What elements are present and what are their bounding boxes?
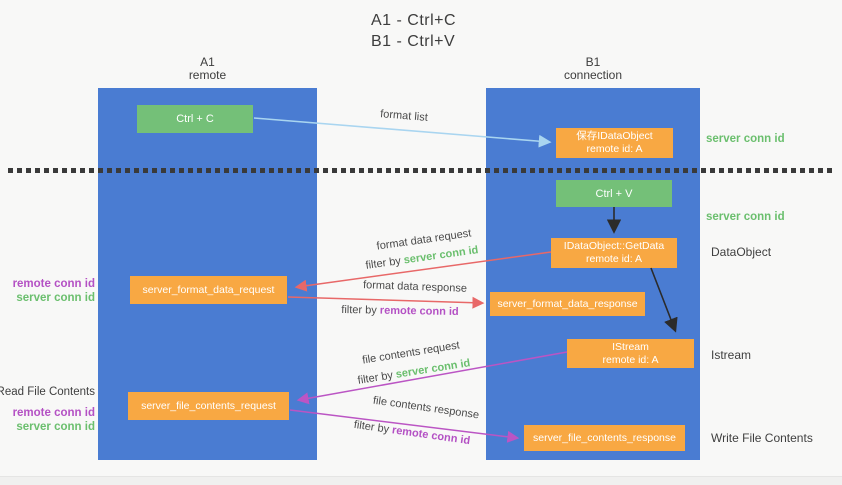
filter-id-remote-1: remote conn id	[379, 304, 459, 319]
annotation-istream: Istream	[711, 348, 752, 362]
annotation-server-conn-id-top: server conn id	[706, 133, 785, 145]
filter-prefix-4: filter by	[353, 418, 390, 436]
label-format-list: format list	[379, 108, 429, 124]
node-istream: IStream remote id: A	[567, 339, 694, 368]
node-server-format-data-response: server_format_data_response	[490, 292, 645, 316]
window-bottom-edge	[0, 476, 842, 485]
node-server-file-contents-response: server_file_contents_response	[524, 425, 685, 451]
annotation-write-file-contents: Write File Contents	[711, 431, 813, 445]
label-filter-by-remote-conn-id-2: filter by remote conn id	[342, 417, 482, 448]
node-save-idataobject-line1: 保存IDataObject	[576, 130, 653, 142]
arrow-format-data-response	[287, 296, 485, 309]
node-istream-line1: IStream	[612, 340, 649, 353]
lane-a1-name: A1	[200, 55, 215, 69]
node-ctrl-c: Ctrl + C	[137, 105, 253, 133]
annotation-server-conn-id-a: server conn id	[16, 292, 95, 304]
annotation-remote-conn-id-b: remote conn id	[12, 407, 95, 419]
node-server-file-contents-request: server_file_contents_request	[128, 392, 289, 420]
node-file-request-label: server_file_contents_request	[141, 400, 276, 412]
node-save-idataobject-line2: remote id: A	[586, 143, 643, 155]
title-line-1: A1 - Ctrl+C	[371, 12, 457, 29]
node-file-response-label: server_file_contents_response	[532, 432, 676, 444]
title-line-2: B1 - Ctrl+V	[371, 33, 456, 50]
annotation-server-conn-id-mid: server conn id	[706, 211, 785, 223]
filter-prefix-3: filter by	[356, 369, 394, 387]
node-format-response-label: server_format_data_response	[497, 298, 638, 310]
lane-b1-subtitle: connection	[563, 68, 623, 82]
label-file-contents-response: file contents response	[372, 394, 480, 422]
label-format-data-response: format data response	[362, 279, 468, 295]
lane-a1-subtitle: remote	[188, 68, 227, 82]
lane-b1-name: B1	[585, 55, 601, 69]
diagram-title: A1 - Ctrl+C B1 - Ctrl+V	[371, 10, 456, 52]
node-getdata-line1: IDataObject::GetData	[563, 240, 665, 252]
node-format-request-label: server_format_data_request	[142, 284, 275, 296]
node-idataobject-getdata: IDataObject::GetData remote id: A	[551, 238, 677, 268]
lane-header-b1: B1 connection	[486, 56, 700, 82]
lane-header-a1: A1 remote	[98, 56, 317, 82]
annotation-remote-conn-id-a: remote conn id	[12, 278, 95, 290]
node-ctrl-v-label: Ctrl + V	[595, 187, 633, 200]
session-divider-dotted-line	[8, 168, 836, 173]
label-filter-by-remote-conn-id-1: filter by remote conn id	[330, 304, 470, 318]
annotation-read-file-contents: Read File Contents	[0, 386, 95, 398]
annotation-server-conn-id-b: server conn id	[16, 421, 95, 433]
filter-prefix-2: filter by	[341, 303, 377, 317]
filter-prefix-1: filter by	[364, 255, 402, 272]
node-istream-line2: remote id: A	[602, 353, 659, 366]
annotation-dataobject: DataObject	[711, 245, 772, 259]
node-server-format-data-request: server_format_data_request	[130, 276, 287, 304]
filter-id-server-2: server conn id	[394, 357, 472, 381]
node-getdata-line2: remote id: A	[585, 253, 643, 265]
node-ctrl-v: Ctrl + V	[556, 180, 672, 207]
node-ctrl-c-label: Ctrl + C	[176, 113, 214, 125]
filter-id-remote-2: remote conn id	[391, 424, 471, 448]
filter-id-server-1: server conn id	[402, 244, 480, 267]
node-save-idataobject: 保存IDataObject remote id: A	[556, 128, 673, 158]
